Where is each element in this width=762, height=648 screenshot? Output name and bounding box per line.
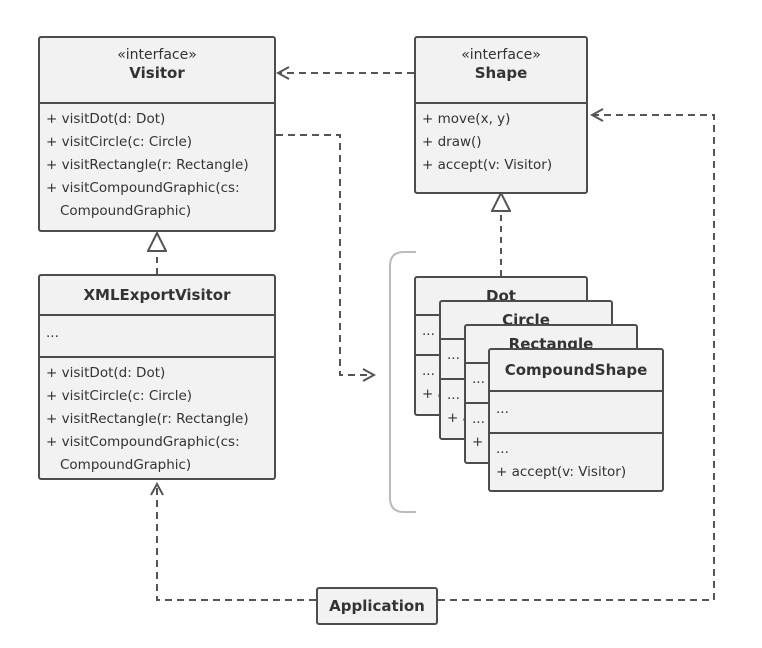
visitor-methods: + visitDot(d: Dot) + visitCircle(c: Circ… bbox=[40, 104, 274, 227]
method-line: + accept(v: Visitor) bbox=[496, 464, 627, 480]
field-line: ... bbox=[447, 347, 460, 363]
method-line: CompoundGraphic) bbox=[60, 457, 192, 473]
rectangle-fields: ... bbox=[466, 364, 636, 402]
method-line: + visitRectangle(r: Rectangle) bbox=[46, 157, 249, 173]
application-name: Application bbox=[329, 597, 425, 615]
method-line: + visitRectangle(r: Rectangle) bbox=[46, 411, 249, 427]
application-to-xmlvisitor-dependency bbox=[157, 484, 316, 601]
application-box: Application bbox=[316, 587, 438, 625]
shape-header: «interface» Shape bbox=[416, 38, 586, 104]
method-line: ... bbox=[496, 441, 509, 457]
application-to-shape-dependency bbox=[438, 115, 715, 601]
shape-name: Shape bbox=[474, 64, 528, 82]
circle-fields: ... bbox=[441, 340, 611, 378]
compound-shape-name: CompoundShape bbox=[504, 361, 648, 379]
method-line: ... bbox=[422, 363, 435, 379]
field-line: ... bbox=[472, 371, 485, 387]
visitor-header: «interface» Visitor bbox=[40, 38, 274, 104]
xml-export-visitor-box: XMLExportVisitor ... + visitDot(d: Dot) … bbox=[38, 274, 276, 480]
xml-export-visitor-fields: ... bbox=[40, 316, 274, 356]
xml-export-visitor-name: XMLExportVisitor bbox=[83, 286, 231, 304]
visitor-interface-box: «interface» Visitor + visitDot(d: Dot) +… bbox=[38, 36, 276, 232]
method-line: ... bbox=[472, 411, 485, 427]
compound-shape-class-box: CompoundShape ... ... + accept(v: Visito… bbox=[488, 348, 664, 492]
dot-fields: ... bbox=[416, 316, 586, 354]
method-line: + visitDot(d: Dot) bbox=[46, 111, 166, 127]
field-line: ... bbox=[422, 323, 435, 339]
method-line: + visitCircle(c: Circle) bbox=[46, 134, 193, 150]
shape-stereotype: «interface» bbox=[461, 47, 541, 63]
shapes-group-bracket bbox=[389, 251, 416, 513]
method-line: + visitDot(d: Dot) bbox=[46, 365, 166, 381]
method-line: CompoundGraphic) bbox=[60, 203, 192, 219]
compound-shape-methods: ... + accept(v: Visitor) bbox=[490, 432, 662, 488]
method-line: + visitCompoundGraphic(cs: bbox=[46, 434, 240, 450]
shape-methods: + move(x, y) + draw() + accept(v: Visito… bbox=[416, 104, 586, 181]
visitor-to-shapes-dependency bbox=[276, 134, 374, 375]
field-line: ... bbox=[496, 401, 509, 417]
field-line: ... bbox=[46, 325, 59, 341]
method-line: + move(x, y) bbox=[422, 111, 511, 127]
xml-export-visitor-methods: + visitDot(d: Dot) + visitCircle(c: Circ… bbox=[40, 356, 274, 481]
xml-export-visitor-header: XMLExportVisitor bbox=[40, 276, 274, 316]
visitor-stereotype: «interface» bbox=[117, 47, 197, 63]
method-line: + draw() bbox=[422, 134, 482, 150]
method-line: + visitCircle(c: Circle) bbox=[46, 388, 193, 404]
visitor-name: Visitor bbox=[129, 64, 185, 82]
method-line: + accept(v: Visitor) bbox=[422, 157, 553, 173]
method-line: ... bbox=[447, 387, 460, 403]
compound-shape-fields: ... bbox=[490, 392, 662, 432]
shape-interface-box: «interface» Shape + move(x, y) + draw() … bbox=[414, 36, 588, 194]
method-line: + visitCompoundGraphic(cs: bbox=[46, 180, 240, 196]
compound-shape-header: CompoundShape bbox=[490, 350, 662, 392]
